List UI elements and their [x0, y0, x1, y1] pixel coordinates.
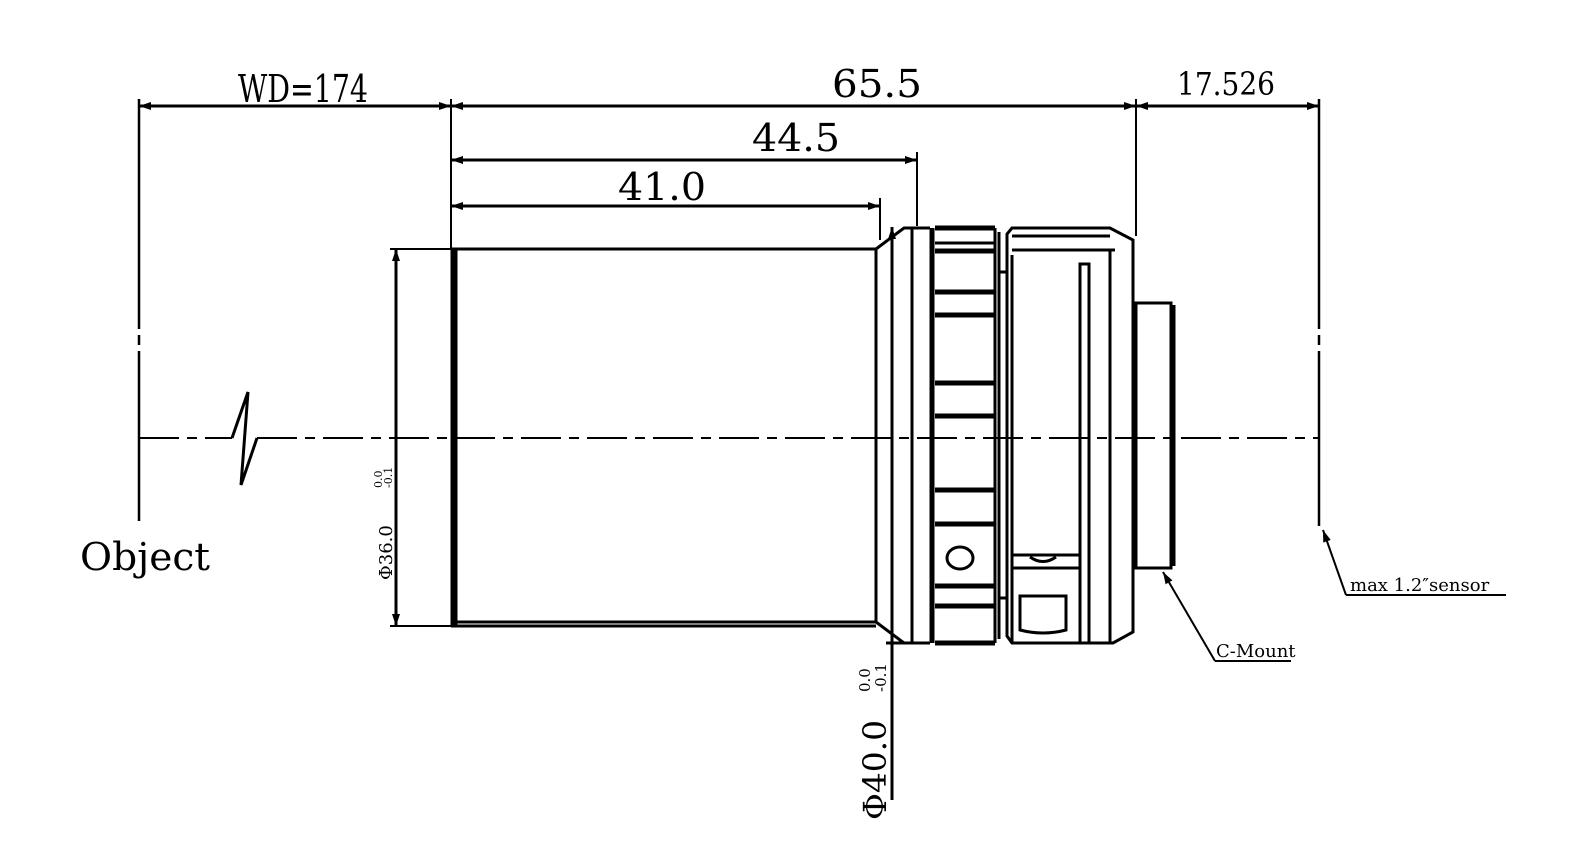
- rear-housing: [999, 226, 1135, 645]
- mount-label: C-Mount: [1216, 641, 1296, 662]
- locking-screw-icon: [945, 545, 975, 571]
- diameter-40-label: Φ40.0: [856, 720, 894, 820]
- focus-ring: [935, 225, 1001, 646]
- mount-callout: C-Mount: [1162, 571, 1296, 662]
- diameter-36-label: Φ36.0: [376, 525, 397, 580]
- length-44-label: 44.5: [752, 116, 840, 160]
- sensor-callout: max 1.2″sensor: [1322, 529, 1506, 596]
- length-label: 65.5: [832, 62, 922, 106]
- object-label: Object: [80, 535, 210, 579]
- back-focal-label: 17.526: [1177, 65, 1275, 103]
- diameter-40-tol-upper: 0.0: [856, 668, 874, 692]
- length-41-label: 41.0: [618, 165, 706, 209]
- optical-axis: [139, 391, 1319, 486]
- lens-barrel: [450, 226, 935, 645]
- wd-label: WD=174: [238, 67, 368, 111]
- sensor-label: max 1.2″sensor: [1350, 575, 1490, 596]
- diameter-40-tol-lower: -0.1: [872, 663, 890, 692]
- diameter-36-tol-lower: -0.1: [382, 467, 395, 488]
- diameter-36-tol-upper: 0.0: [372, 471, 385, 489]
- c-mount-thread: [1134, 301, 1173, 570]
